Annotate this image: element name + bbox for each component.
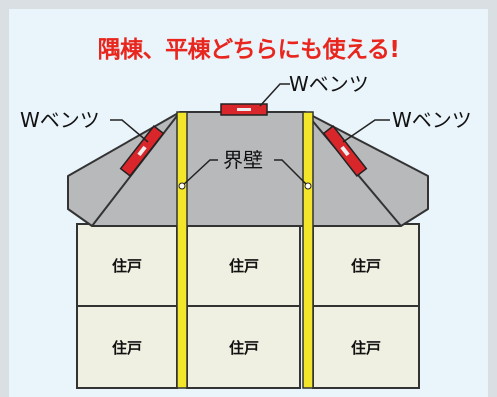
headline: 隅棟、平棟どちらにも使える! (97, 37, 400, 63)
unit-cell (186, 305, 301, 389)
leader-lines (110, 83, 390, 187)
party-wall-right (302, 111, 314, 389)
party-wall-left (176, 111, 188, 389)
unit-label: 住戸 (351, 339, 381, 357)
leader-dot (178, 182, 186, 190)
label-right-vent: Wベンツ (392, 108, 472, 132)
vent-right (322, 124, 368, 178)
leader-wall-left (181, 159, 218, 187)
leader-top-vent (259, 83, 290, 107)
unit-cell (76, 305, 178, 389)
unit-label: 住戸 (229, 257, 259, 275)
unit-cell (312, 223, 420, 307)
building-body (76, 223, 420, 389)
leader-right-vent (342, 119, 390, 143)
vent-top-slot (237, 108, 251, 111)
vent-left (119, 124, 165, 178)
leader-dot (304, 182, 312, 190)
unit-label: 住戸 (112, 257, 142, 275)
unit-label: 住戸 (229, 339, 259, 357)
unit-label: 住戸 (351, 257, 381, 275)
leader-wall-right (274, 159, 309, 187)
vents (119, 103, 368, 178)
label-left-vent: Wベンツ (20, 108, 100, 132)
unit-label: 住戸 (112, 339, 142, 357)
unit-cell (312, 305, 420, 389)
label-party-wall: 界壁 (223, 148, 263, 172)
party-walls (176, 111, 314, 389)
label-top-vent: Wベンツ (289, 72, 369, 96)
leader-left-vent (110, 119, 149, 143)
